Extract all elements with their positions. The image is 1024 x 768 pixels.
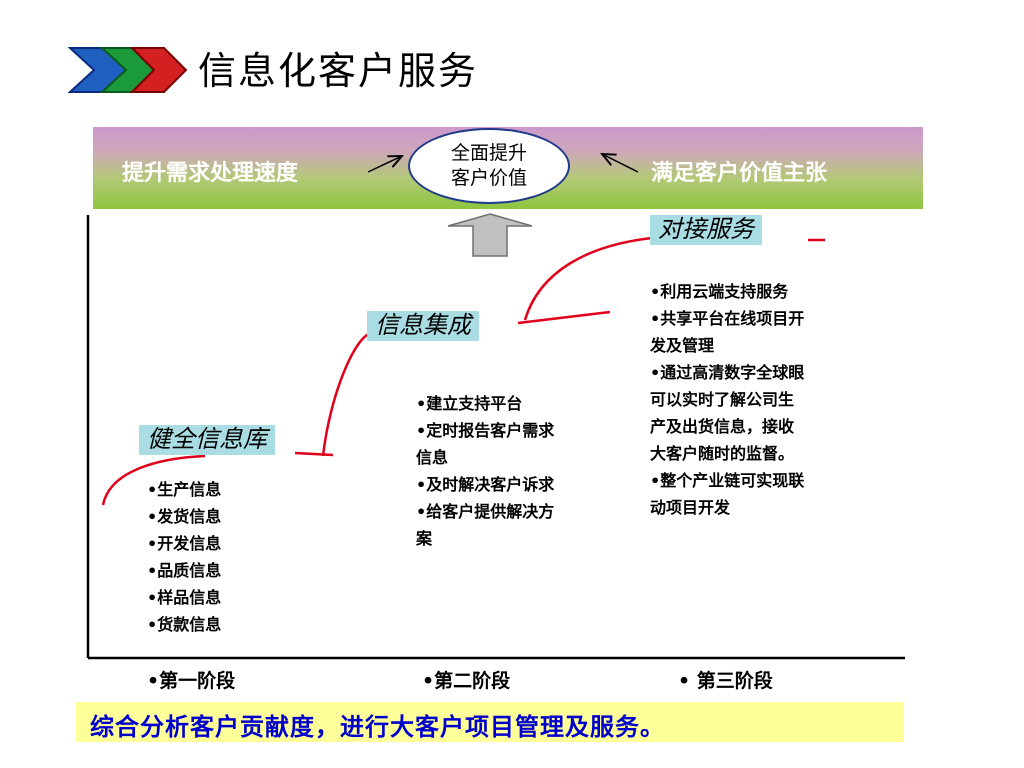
list-item: •建立支持平台 — [416, 394, 523, 413]
list-item: •利用云端支持服务 — [650, 282, 789, 301]
up-arrow-icon — [447, 213, 533, 257]
goal-ellipse: 全面提升 客户价值 — [408, 128, 570, 204]
page-title: 信息化客户服务 — [198, 49, 479, 93]
list-item: 发及管理 — [650, 336, 715, 355]
list-item: 信息 — [416, 448, 449, 467]
banner-left-arrow — [367, 156, 402, 173]
list-item: 案 — [416, 529, 433, 548]
stage-1-label: 健全信息库 — [139, 425, 275, 455]
goal-line-1: 全面提升 — [450, 143, 527, 164]
list-item: •品质信息 — [147, 561, 222, 580]
phase-3-label: • 第三阶段 — [678, 670, 773, 692]
list-item: •定时报告客户需求 — [416, 421, 555, 440]
banner-right-text: 满足客户价值主张 — [651, 160, 828, 185]
step-tick-2 — [517, 310, 611, 325]
title-chevron-icon — [68, 47, 188, 93]
growth-curve-3 — [523, 236, 653, 321]
stage-2-list: •建立支持平台 •定时报告客户需求 信息 •及时解决客户诉求 •给客户提供解决方… — [416, 390, 554, 552]
growth-curve-2 — [321, 331, 373, 457]
goal-line-2: 客户价值 — [450, 168, 527, 189]
phase-2-label: •第二阶段 — [422, 670, 511, 692]
list-item: •生产信息 — [147, 480, 222, 499]
stage-1-list: •生产信息 •发货信息 •开发信息 •品质信息 •样品信息 •货款信息 — [147, 476, 221, 638]
banner-right-arrow — [602, 154, 639, 173]
list-item: 可以实时了解公司生 — [650, 390, 795, 409]
stage-3-list: •利用云端支持服务 •共享平台在线项目开 发及管理 •通过高清数字全球眼 可以实… — [650, 278, 804, 521]
list-item: •货款信息 — [147, 615, 222, 634]
list-item: •整个产业链可实现联 — [650, 471, 805, 490]
list-item: •样品信息 — [147, 588, 222, 607]
list-item: •给客户提供解决方 — [416, 502, 555, 521]
step-tick-1 — [294, 451, 334, 457]
stage-2-label: 信息集成 — [367, 311, 479, 341]
list-item: •开发信息 — [147, 534, 222, 553]
list-item: •发货信息 — [147, 507, 222, 526]
list-item: •及时解决客户诉求 — [416, 475, 555, 494]
list-item: 动项目开发 — [650, 498, 731, 517]
list-item: •共享平台在线项目开 — [650, 309, 805, 328]
summary-text: 综合分析客户贡献度，进行大客户项目管理及服务。 — [90, 712, 665, 741]
list-item: 大客户随时的监督。 — [650, 444, 795, 463]
summary-box: 综合分析客户贡献度，进行大客户项目管理及服务。 — [76, 702, 904, 742]
banner-left-text: 提升需求处理速度 — [122, 160, 299, 185]
phase-1-label: •第一阶段 — [147, 670, 236, 692]
list-item: •通过高清数字全球眼 — [650, 363, 805, 382]
growth-curve-1 — [101, 454, 206, 506]
list-item: 产及出货信息，接收 — [650, 417, 795, 436]
stage-3-label: 对接服务 — [650, 215, 762, 245]
